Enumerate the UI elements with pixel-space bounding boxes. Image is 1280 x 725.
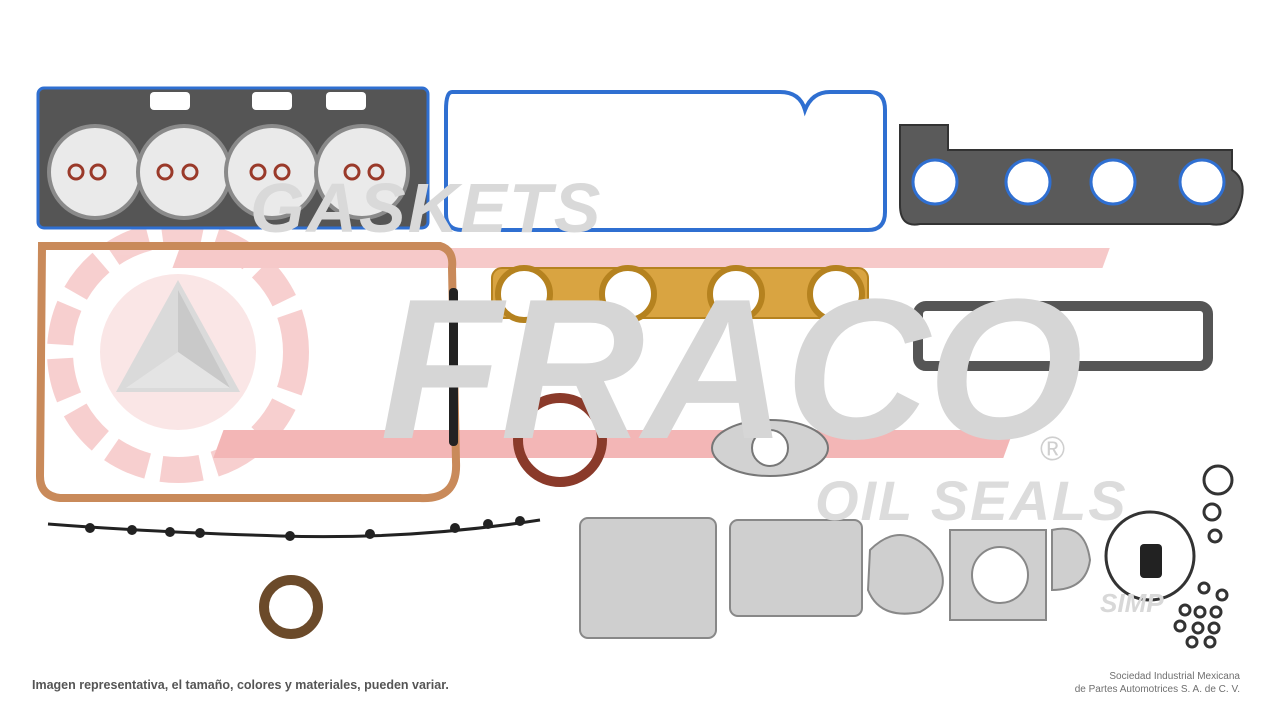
oil-pan-gasket: [35, 242, 461, 503]
watermark-gaskets-text: GASKETS: [250, 169, 603, 247]
watermark-oilseals-text: OIL SEALS: [815, 469, 1128, 532]
o-rings: [1104, 464, 1234, 649]
watermark-emblem: [47, 221, 309, 483]
watermark-brand-text: FRACO: [380, 258, 1083, 481]
registered-mark: ®: [1040, 430, 1066, 468]
image-disclaimer: Imagen representativa, el tamaño, colore…: [32, 678, 449, 692]
company-line-2: de Partes Automotrices S. A. de C. V.: [1074, 684, 1240, 695]
front-cover-seal: [259, 575, 323, 639]
company-name: Sociedad Industrial Mexicana de Partes A…: [1075, 670, 1240, 696]
oil-pan-end-seal: [449, 288, 458, 446]
company-line-1: Sociedad Industrial Mexicana: [1109, 671, 1240, 682]
side-cover-gasket: [913, 301, 1213, 371]
head-gasket: [36, 86, 430, 230]
watermark-simp-text: SIMP: [1100, 588, 1164, 618]
intake-manifold-gasket: [899, 124, 1244, 226]
rear-main-seal: [513, 393, 607, 487]
paper-gaskets: [579, 517, 1092, 639]
valve-stem-seal: [1140, 544, 1162, 578]
rubber-strip-seal: [47, 516, 541, 541]
valve-cover-gasket: [444, 90, 887, 232]
egr-gasket: [711, 419, 829, 477]
exhaust-manifold-gasket: [491, 265, 869, 323]
